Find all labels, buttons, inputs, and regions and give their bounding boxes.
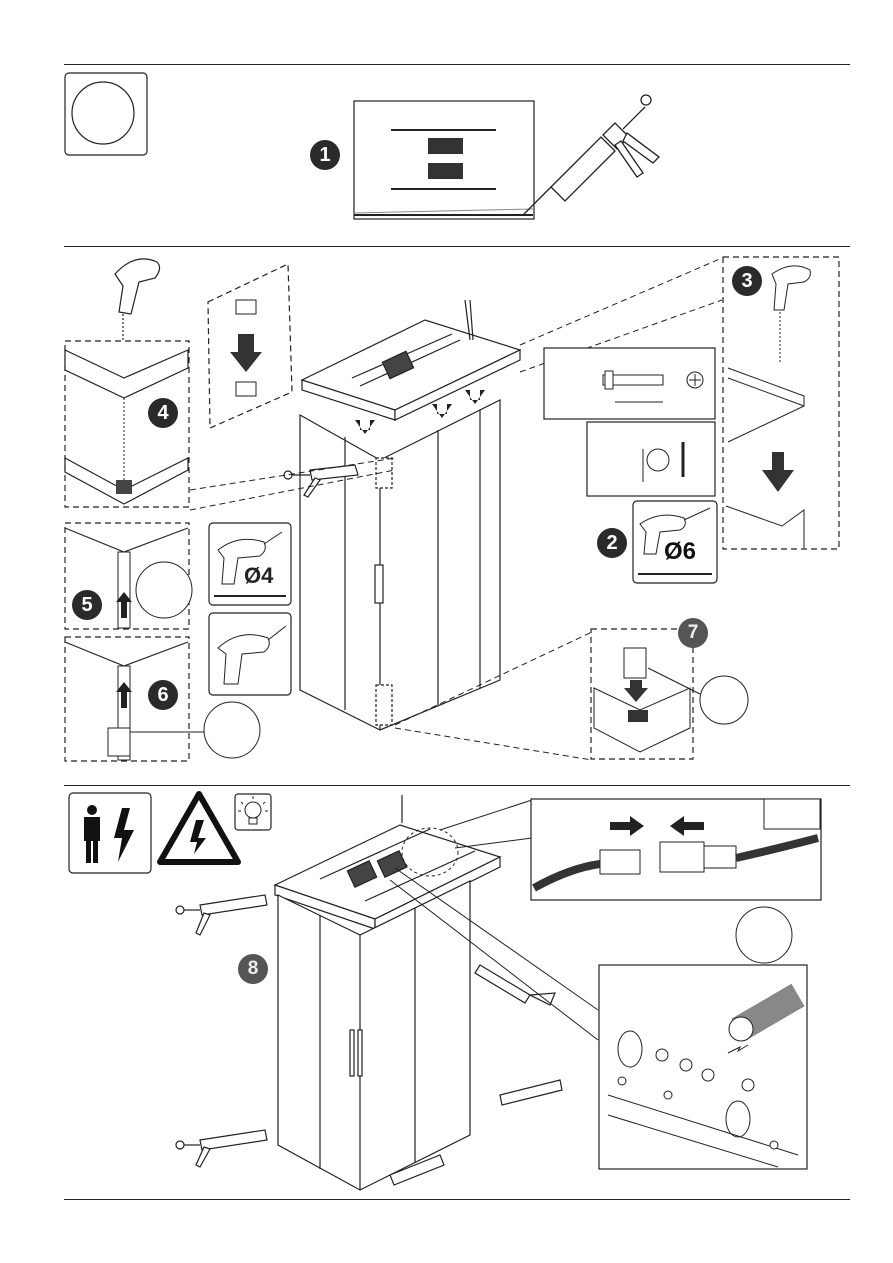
- pipe-fitting-detail: [598, 905, 810, 1171]
- connector-detail: [530, 798, 822, 902]
